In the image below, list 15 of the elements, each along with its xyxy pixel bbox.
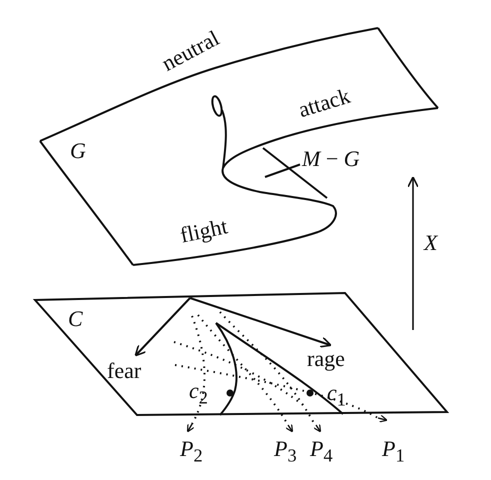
point-label: c$_{2}$: [189, 380, 208, 407]
axis-label: X: [424, 232, 438, 254]
path-label: P$_{3}$: [274, 438, 297, 465]
path-label: P$_{4}$: [310, 438, 333, 465]
leader-line: [264, 164, 300, 178]
path-label: P$_{2}$: [180, 438, 203, 465]
surface-label: flight: [178, 215, 230, 247]
surface-label: G: [70, 140, 86, 162]
plane-label: C: [68, 308, 83, 330]
region-label: fear: [107, 360, 142, 382]
surface-label: attack: [296, 84, 353, 122]
path-label: P$_{1}$: [382, 438, 405, 465]
node-label: M − G: [302, 148, 360, 170]
fold-edge-line: [262, 147, 328, 199]
region-label: rage: [307, 348, 345, 370]
